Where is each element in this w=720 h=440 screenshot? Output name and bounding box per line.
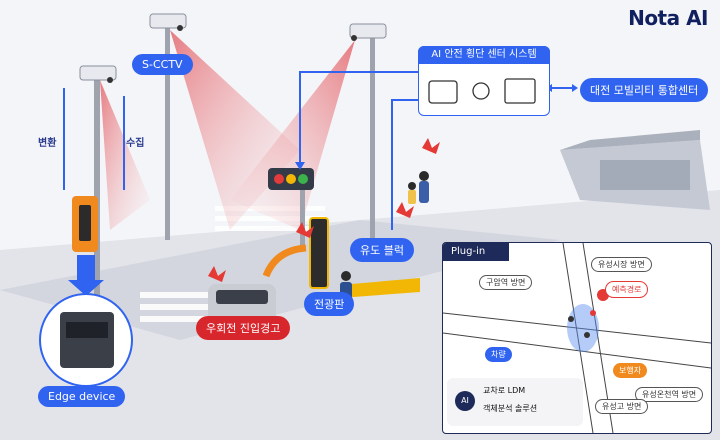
pedestrian-child xyxy=(408,182,416,204)
tag-predicted-path: 예측경로 xyxy=(605,281,649,298)
camera-3 xyxy=(79,65,117,83)
guide-block-label: 유도 블럭 xyxy=(350,238,414,262)
system-icons xyxy=(428,78,536,104)
code-window-icon xyxy=(504,78,536,104)
pole-3 xyxy=(94,70,100,300)
tag-guam: 구암역 방면 xyxy=(479,275,533,290)
inset-title: Plug-in xyxy=(443,243,509,261)
pole-2 xyxy=(370,28,375,238)
down-arrow xyxy=(68,255,104,296)
plugin-inset: Plug-in 유성시장 방면 구암역 방면 예측경로 차량 보행자 유성온천역… xyxy=(442,242,712,434)
gear-icon xyxy=(472,82,490,100)
collect-label: 수집 xyxy=(126,138,145,149)
cctv-beam-2 xyxy=(230,40,355,230)
sign-board-label: 전광판 xyxy=(304,292,355,316)
folder-icon xyxy=(428,80,458,104)
warning-bursts xyxy=(208,138,440,282)
brand-logo: Nota AI xyxy=(628,6,708,30)
building xyxy=(560,130,710,210)
ai-chip-icon: AI xyxy=(455,391,475,411)
camera-2 xyxy=(349,23,387,41)
camera-1 xyxy=(149,13,187,31)
pedestrian-mother xyxy=(419,171,429,203)
ldm-line-1: 교차로 LDM xyxy=(483,386,526,395)
mobility-center-label: 대전 모빌리티 통합센터 xyxy=(580,78,709,102)
tag-pedestrian: 보행자 xyxy=(613,363,648,378)
ai-system-title: AI 안전 횡단 센터 시스템 xyxy=(418,46,550,64)
crosswalk-zone xyxy=(567,304,599,352)
tag-yuseong-market: 유성시장 방면 xyxy=(591,257,652,272)
warning-arrow xyxy=(262,244,307,278)
tag-yuseong-station: 유성온천역 방면 xyxy=(635,387,704,402)
tag-yuseong-high: 유성고 방면 xyxy=(595,399,649,414)
guide-block-strip xyxy=(340,278,420,298)
right-turn-warning-label: 우회전 진입경고 xyxy=(196,316,291,340)
convert-label: 변환 xyxy=(38,138,57,149)
sign-board-device xyxy=(309,217,329,289)
s-cctv-label: S-CCTV xyxy=(132,54,193,75)
pole-1 xyxy=(165,20,170,240)
edge-device-label: Edge device xyxy=(38,386,126,407)
ldm-line-2: 객체분석 솔루션 xyxy=(483,404,538,413)
edge-device-hardware xyxy=(60,312,114,368)
link-to-light xyxy=(299,71,418,168)
link-to-block xyxy=(391,99,418,230)
tag-vehicle: 차량 xyxy=(485,347,512,362)
inset-map xyxy=(443,243,711,433)
